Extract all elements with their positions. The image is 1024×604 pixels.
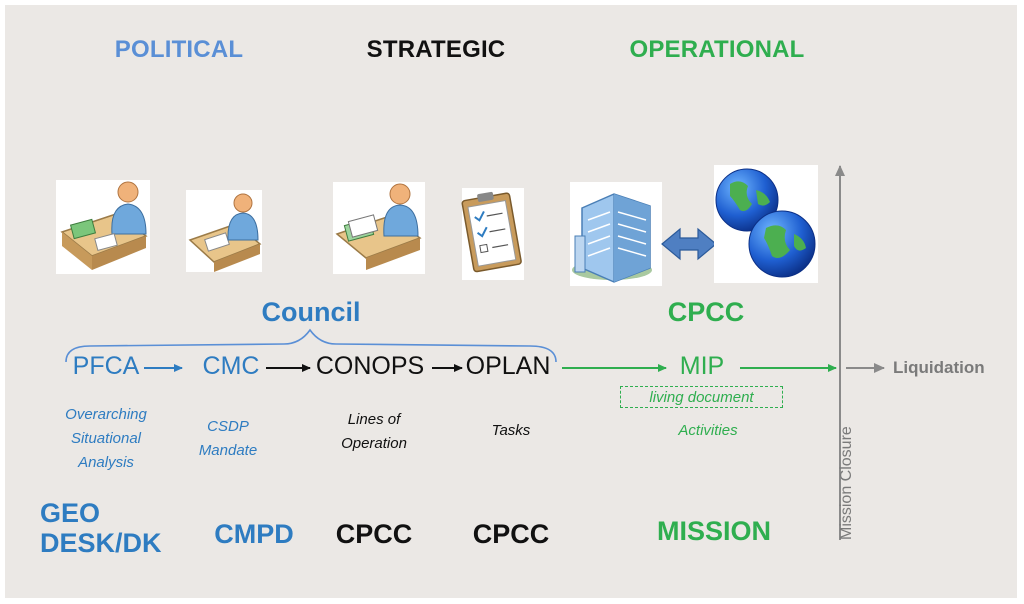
stage-oplan: OPLAN xyxy=(465,352,551,380)
person-writing-icon xyxy=(186,190,262,272)
actor-geo-desk-line: DESK/DK xyxy=(40,528,162,558)
globe-icon xyxy=(714,165,818,283)
diagram-background xyxy=(5,5,1017,598)
pfca-description-line: Situational xyxy=(70,430,142,447)
pfca-description-line: Analysis xyxy=(78,454,134,471)
stage-liquidation: Liquidation xyxy=(893,358,985,377)
actor-mission: MISSION xyxy=(656,516,772,546)
cmc-description-line: CSDP xyxy=(207,418,249,435)
actor-cpcc-oplan: CPCC xyxy=(472,519,550,549)
cmc-description-line: Mandate xyxy=(198,442,258,459)
person-with-documents-icon xyxy=(333,182,425,274)
cmc-description: CSDP Mandate xyxy=(199,415,257,463)
stage-pfca: PFCA xyxy=(72,352,140,380)
cpcc-group-label: CPCC xyxy=(667,297,745,327)
mip-description: Activities xyxy=(678,419,737,443)
council-brace xyxy=(65,328,557,363)
living-document-box: living document xyxy=(620,386,783,408)
oplan-description: Tasks xyxy=(492,419,531,443)
mip-description-line: Activities xyxy=(678,422,738,439)
actor-cpcc-conops: CPCC xyxy=(335,519,413,549)
council-label: Council xyxy=(261,297,361,327)
person-at-desk-icon xyxy=(56,180,150,274)
actor-geo-desk: GEO DESK/DK xyxy=(40,498,162,558)
actor-geo-desk-line: GEO xyxy=(40,498,101,528)
mission-closure-label: Mission Closure xyxy=(838,426,855,540)
actor-cmpd: CMPD xyxy=(214,519,294,549)
phase-operational: OPERATIONAL xyxy=(629,36,805,63)
conops-description-line: Operation xyxy=(341,435,407,452)
clipboard-checklist-icon xyxy=(461,188,524,280)
stage-conops: CONOPS xyxy=(315,352,425,380)
stage-mip: MIP xyxy=(679,352,725,380)
phase-strategic: STRATEGIC xyxy=(366,36,506,63)
office-building-icon xyxy=(570,182,662,286)
double-arrow-icon xyxy=(661,227,717,261)
conops-description: Lines of Operation xyxy=(341,408,407,456)
phase-political: POLITICAL xyxy=(114,36,244,63)
stage-cmc: CMC xyxy=(202,352,260,380)
pfca-description-line: Overarching xyxy=(65,406,147,423)
oplan-description-line: Tasks xyxy=(491,422,531,439)
conops-description-line: Lines of xyxy=(347,411,401,428)
pfca-description: Overarching Situational Analysis xyxy=(65,403,147,475)
